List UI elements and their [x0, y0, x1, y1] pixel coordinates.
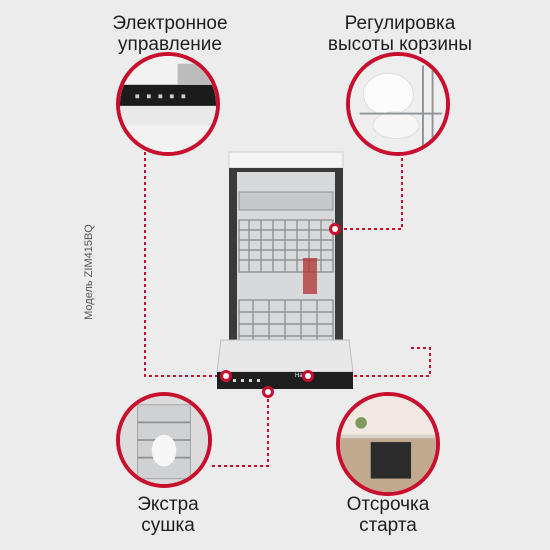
marker-electronic-control [220, 370, 232, 382]
electronic-control-line-2: управление [118, 34, 222, 55]
basket-height-line-1: Регулировка [344, 13, 456, 34]
basket-height-circle [346, 52, 450, 156]
basket-height-line-2: высоты корзины [327, 34, 473, 55]
control-panel-closeup [120, 56, 216, 152]
electronic-control-circle [116, 52, 220, 156]
connector-extra-dry [212, 392, 269, 467]
kitchen-closeup [340, 396, 436, 492]
marker-delay-start [302, 370, 314, 382]
delay-start-line-1: Отсрочка [346, 494, 430, 515]
electronic-control-line-1: Электронное [112, 13, 228, 34]
extra-dry-line-2: сушка [141, 515, 195, 536]
electronic-control-label: Электронное управление [95, 13, 245, 55]
extra-dry-line-1: Экстра [137, 494, 199, 515]
connector-basket-height [334, 152, 403, 230]
marker-basket-height [329, 223, 341, 235]
model-text: Модель ZIM415BQ [83, 224, 95, 320]
delay-start-line-2: старта [359, 515, 417, 536]
basket-closeup [350, 56, 446, 152]
connector-delay-start [330, 347, 431, 377]
delay-start-label: Отсрочка старта [328, 494, 448, 536]
basket-height-label: Регулировка высоты корзины [322, 13, 478, 55]
marker-extra-dry [262, 386, 274, 398]
extra-dry-circle [116, 392, 212, 488]
dishwasher-image [216, 151, 354, 389]
dishwasher-interior-closeup [120, 396, 208, 484]
extra-dry-label: Экстра сушка [108, 494, 228, 536]
delay-start-circle [336, 392, 440, 496]
connector-electronic-control [144, 152, 225, 377]
